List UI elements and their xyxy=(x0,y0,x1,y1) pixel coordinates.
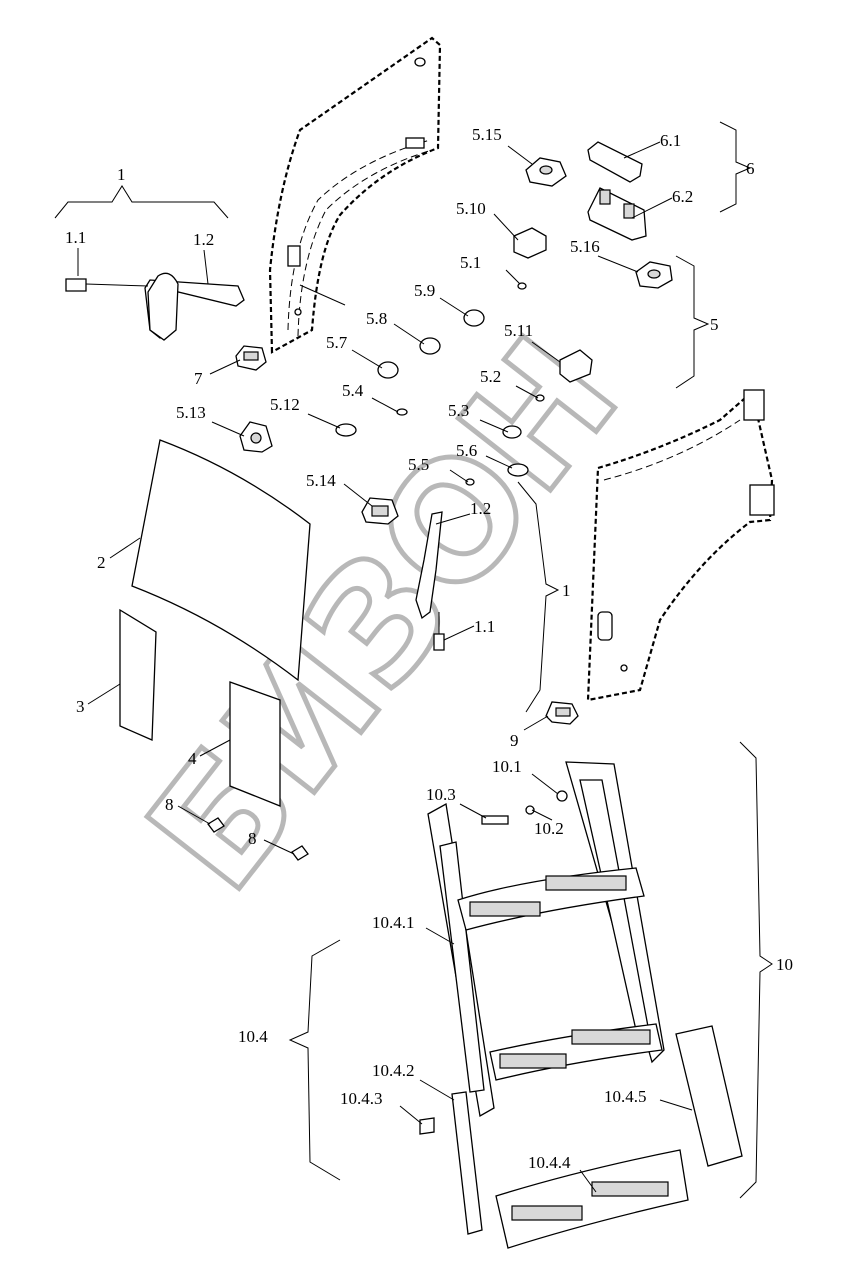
bracket-10-4-2 xyxy=(451,1091,483,1235)
label-4: 4 xyxy=(188,749,197,768)
label-5-13: 5.13 xyxy=(176,403,206,422)
label-1-2: 1.2 xyxy=(193,230,214,249)
label-5-6: 5.6 xyxy=(456,441,477,460)
label-group-6: 6 xyxy=(746,159,755,178)
label-7: 7 xyxy=(194,369,203,388)
clip-7 xyxy=(235,345,267,371)
label-5-3: 5.3 xyxy=(448,401,469,420)
label-5-12: 5.12 xyxy=(270,395,300,414)
label-10-4-5: 10.4.5 xyxy=(604,1087,647,1106)
bracket-5-16 xyxy=(635,261,673,289)
label-2: 2 xyxy=(97,553,106,572)
plug-5-2 xyxy=(535,394,545,402)
label-group-1b: 1 xyxy=(562,581,571,600)
glass-4 xyxy=(229,681,281,807)
plug-5-3 xyxy=(502,425,522,439)
label-10-4: 10.4 xyxy=(238,1027,268,1046)
left-door-latch xyxy=(405,137,425,149)
bolt-1-1b xyxy=(433,633,445,651)
block-5-11 xyxy=(559,349,593,383)
label-group-1: 1 xyxy=(117,165,126,184)
right-door-outline xyxy=(586,389,775,702)
label-10-1: 10.1 xyxy=(492,757,522,776)
label-10-3: 10.3 xyxy=(426,785,456,804)
label-10-2: 10.2 xyxy=(534,819,564,838)
label-5-15: 5.15 xyxy=(472,125,502,144)
left-door-hole xyxy=(414,57,426,67)
label-10-4-1: 10.4.1 xyxy=(372,913,415,932)
label-5-16: 5.16 xyxy=(570,237,600,256)
left-door-hole-2 xyxy=(294,308,302,316)
plug-5-6 xyxy=(507,463,529,477)
plug-5-7 xyxy=(377,361,399,379)
switch-cover-6-1 xyxy=(587,141,643,183)
leader-lines xyxy=(77,121,773,1199)
block-5-10 xyxy=(513,227,547,259)
label-group-10: 10 xyxy=(776,955,793,974)
right-door-lower-hinge xyxy=(749,484,775,516)
label-10-4-2: 10.4.2 xyxy=(372,1061,415,1080)
right-door-upper-hinge xyxy=(743,389,765,421)
clip-5-13 xyxy=(239,421,273,453)
bolt-10-4-3 xyxy=(419,1117,435,1135)
windshield-2 xyxy=(131,439,311,682)
glass-3 xyxy=(119,608,157,741)
label-5-8: 5.8 xyxy=(366,309,387,328)
plug-5-5 xyxy=(465,478,475,486)
plate-10-4-5 xyxy=(675,1025,743,1167)
left-door-hinge xyxy=(287,245,301,267)
label-5-4: 5.4 xyxy=(342,381,364,400)
plug-5-8 xyxy=(419,337,441,355)
label-3: 3 xyxy=(76,697,85,716)
label-6-1: 6.1 xyxy=(660,131,681,150)
label-8b: 8 xyxy=(248,829,257,848)
label-5-10: 5.10 xyxy=(456,199,486,218)
right-door-hole xyxy=(620,664,628,672)
label-5-9: 5.9 xyxy=(414,281,435,300)
clip-5-14 xyxy=(361,497,399,525)
label-10-4-4: 10.4.4 xyxy=(528,1153,571,1172)
label-1-2b: 1.2 xyxy=(470,499,491,518)
bolt-10-3 xyxy=(481,815,509,825)
plug-8b xyxy=(291,845,309,861)
label-1-1b: 1.1 xyxy=(474,617,495,636)
label-5-7: 5.7 xyxy=(326,333,348,352)
plug-5-9 xyxy=(463,309,485,327)
wiper-assembly-1 xyxy=(54,185,245,341)
right-door-handle xyxy=(597,611,613,641)
left-door-outline xyxy=(268,36,442,354)
label-8a: 8 xyxy=(165,795,174,814)
washer-10-2 xyxy=(525,805,535,815)
plug-5-1 xyxy=(517,282,527,290)
washer-10-1 xyxy=(556,790,568,802)
plug-5-4 xyxy=(396,408,408,416)
label-10-4-3: 10.4.3 xyxy=(340,1089,383,1108)
label-5-2: 5.2 xyxy=(480,367,501,386)
label-9: 9 xyxy=(510,731,519,750)
bolt-1-1 xyxy=(65,278,87,292)
label-5-11: 5.11 xyxy=(504,321,533,340)
clip-9 xyxy=(545,701,579,725)
plug-8a xyxy=(207,817,225,833)
wiper-blade xyxy=(147,272,179,341)
plug-5-12 xyxy=(335,423,357,437)
switch-6-2 xyxy=(587,187,647,241)
part-labels: 1 1.1 1.2 7 5.13 5.12 5.14 2 3 4 8 8 5.1… xyxy=(65,125,793,1172)
step-10-4-4 xyxy=(495,1149,689,1249)
label-6-2: 6.2 xyxy=(672,187,693,206)
bracket-5-15 xyxy=(525,157,567,187)
wiper-assembly-1b xyxy=(415,511,445,651)
label-5-14: 5.14 xyxy=(306,471,336,490)
label-1-1: 1.1 xyxy=(65,228,86,247)
ladder-10 xyxy=(419,761,743,1249)
label-5-5: 5.5 xyxy=(408,455,429,474)
label-group-5: 5 xyxy=(710,315,719,334)
label-5-1: 5.1 xyxy=(460,253,481,272)
